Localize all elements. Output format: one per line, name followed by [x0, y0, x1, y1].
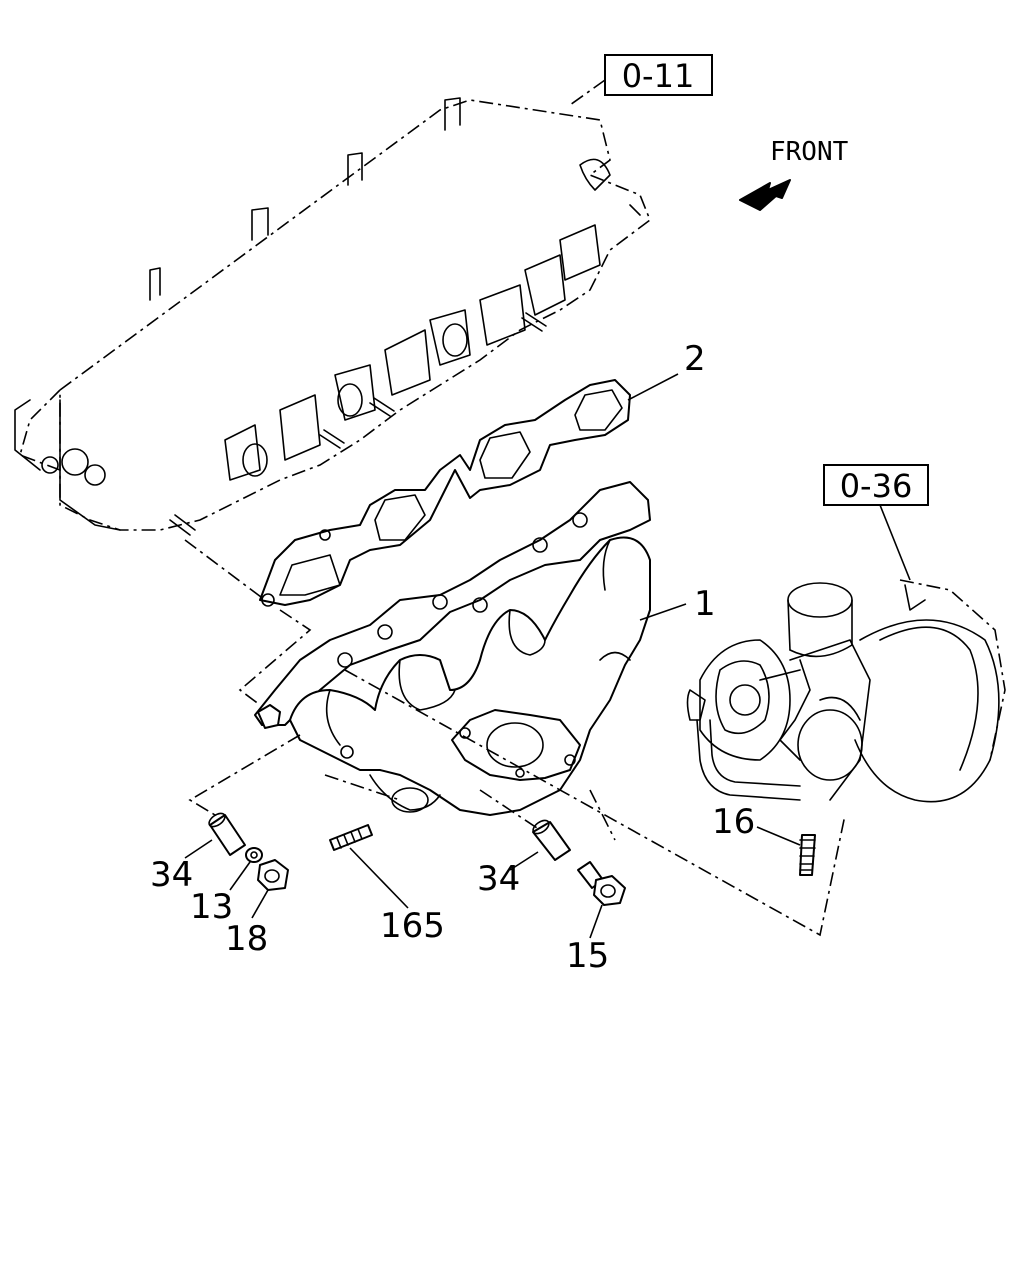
leader-stud-165 [349, 847, 409, 909]
callout-stud-turbo[interactable]: 16 [712, 802, 755, 842]
reference-turbocharger-text: 0-36 [840, 467, 913, 505]
washer [245, 847, 263, 863]
nut [257, 859, 289, 891]
callout-nut[interactable]: 18 [225, 919, 268, 959]
callout-collar-right[interactable]: 34 [477, 859, 520, 899]
guide-line-left-collar [188, 734, 301, 816]
stud-165 [329, 824, 373, 851]
callout-stud-165[interactable]: 165 [380, 906, 445, 946]
turbocharger [686, 579, 1006, 803]
reference-box-turbocharger[interactable]: 0-36 [823, 464, 929, 506]
front-direction-indicator: FRONT [739, 137, 849, 211]
exhaust-manifold [254, 481, 651, 816]
guide-line-turbo [344, 669, 846, 937]
leader-bolt [589, 904, 603, 939]
reference-box-cylinder-head[interactable]: 0-11 [604, 54, 713, 96]
stud-turbo [799, 834, 816, 876]
front-label: FRONT [770, 137, 849, 167]
collar-left [208, 812, 246, 856]
reference-leader-turbocharger [879, 504, 911, 581]
leader-stud-turbo [756, 826, 801, 846]
leader-gasket [627, 373, 679, 401]
guide-line-gasket-manifold [238, 609, 312, 706]
reference-cylinder-head-text: 0-11 [622, 57, 695, 95]
bolt [577, 861, 626, 906]
guide-line-right-collar [479, 789, 541, 831]
guide-line-head-gasket [184, 539, 266, 601]
collar-right [532, 819, 571, 861]
leader-collar-right [509, 851, 539, 871]
leader-nut [251, 889, 269, 919]
leader-washer [229, 861, 251, 891]
callout-bolt[interactable]: 15 [566, 936, 609, 976]
callout-gasket[interactable]: 2 [684, 339, 706, 379]
callout-washer[interactable]: 13 [190, 887, 233, 927]
manifold-gasket [259, 379, 631, 607]
reference-leader-cylinder-head [569, 79, 606, 106]
front-arrow-icon [739, 179, 791, 211]
guide-line-bolt [589, 789, 616, 841]
guide-line-stud-165 [324, 774, 401, 801]
cylinder-head-outline [14, 97, 651, 536]
callout-manifold[interactable]: 1 [694, 584, 716, 624]
head-stud [169, 312, 547, 536]
leader-collar-left [184, 839, 213, 859]
callout-collar-left[interactable]: 34 [150, 855, 193, 895]
leader-manifold [639, 603, 687, 621]
